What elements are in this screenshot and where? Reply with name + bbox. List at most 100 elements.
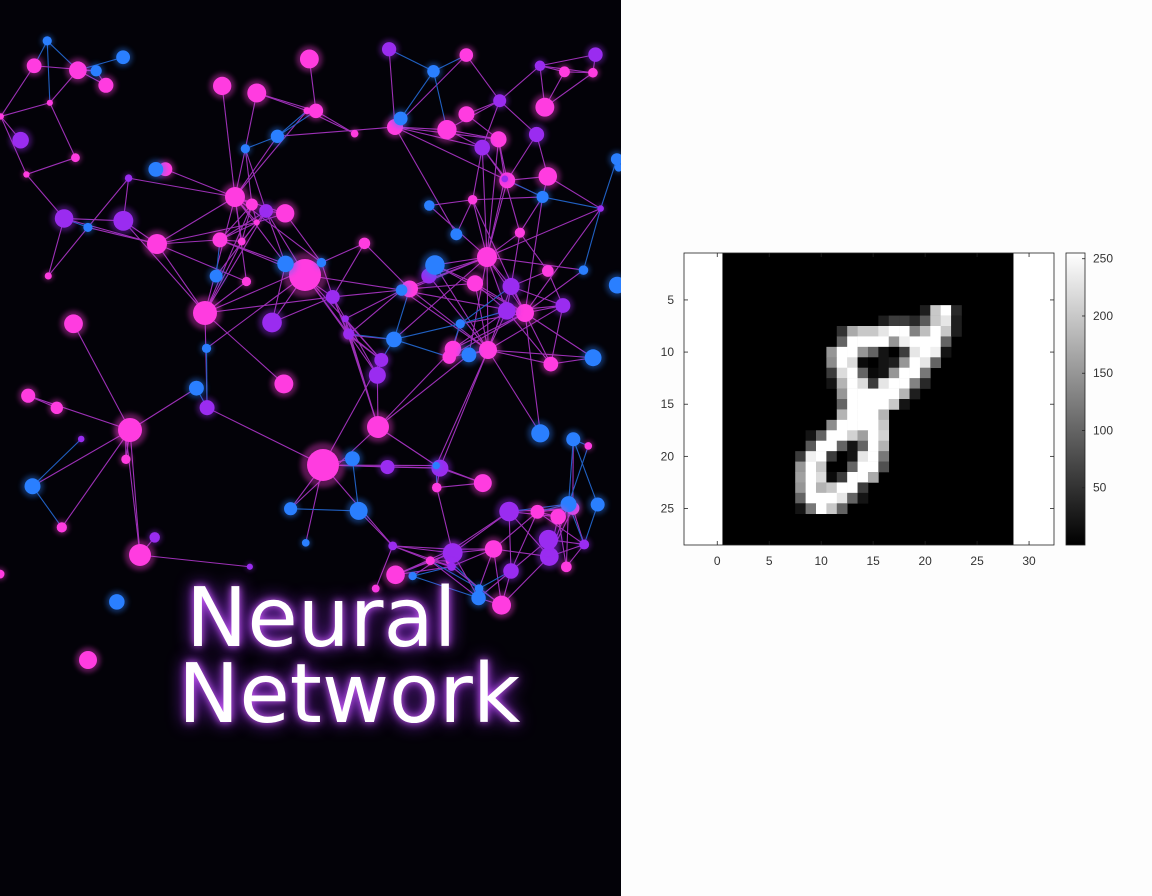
image-pixel [878,451,890,462]
image-pixel [867,419,879,431]
network-node [442,543,463,563]
network-node [119,425,132,438]
network-node [408,571,417,581]
image-pixel [847,409,858,421]
network-edge [375,545,394,589]
image-pixel [940,315,952,327]
network-node [147,234,167,254]
network-node [262,312,282,333]
network-edge [204,296,333,314]
network-node [201,343,212,353]
network-node [584,442,593,450]
x-tick-label: 5 [766,554,773,568]
network-node [344,451,360,467]
image-pixel [826,430,838,442]
network-node [492,595,512,615]
image-pixel [878,357,890,369]
network-edge [542,196,601,210]
network-node [325,290,340,304]
network-edge [61,429,131,528]
y-tick-label: 5 [667,293,674,307]
image-pixel [878,461,890,473]
image-pixel [867,346,879,358]
network-edge [439,349,489,469]
network-edge [244,148,267,212]
image-pixel [836,336,848,348]
network-node [484,540,503,558]
network-edge [204,312,285,385]
network-edge [49,102,76,158]
image-pixel [847,367,858,379]
image-pixel [888,326,900,337]
image-pixel [847,472,858,483]
image-pixel [857,430,869,442]
network-node [425,255,445,275]
colorbar-tick-label: 200 [1093,309,1113,323]
network-node [225,187,245,207]
image-pixel [878,315,890,327]
network-edge [244,148,253,205]
network-node [493,94,507,108]
image-pixel [847,451,858,462]
image-pixel [857,461,869,473]
image-pixel [826,419,838,431]
network-node [455,319,465,329]
network-node [0,113,4,120]
image-pixel [951,315,962,327]
axes-frame [683,252,1055,546]
network-node [477,247,497,267]
image-pixel [909,378,921,389]
network-node [538,167,558,186]
image-pixel [888,315,900,327]
image-pixel [795,461,806,473]
network-node [44,272,52,280]
image-pixel [899,388,910,400]
network-node [535,97,555,117]
image-pixel [909,346,921,358]
network-edge [394,126,457,235]
poster-title-line1: Neural [186,571,457,666]
image-pixel [836,409,848,421]
image-pixel [795,503,806,515]
network-node [77,435,85,443]
image-pixel [847,388,858,400]
colorbar-tick-label: 50 [1093,481,1107,495]
network-node [90,65,102,77]
network-edge [486,139,500,258]
image-pixel [805,503,817,515]
network-node [129,544,151,566]
image-pixel [857,378,869,389]
y-tick-label: 25 [661,502,675,516]
network-node [199,400,215,416]
network-edge [32,429,131,487]
image-pixel [888,336,900,348]
image-pixel [795,492,806,504]
image-pixel [836,461,848,473]
x-tick-label: 20 [918,554,932,568]
network-node [259,204,273,218]
image-pixel [919,336,931,348]
network-node [54,209,74,228]
network-node [301,538,310,547]
network-node [550,509,566,525]
y-tick-label: 10 [661,345,675,359]
network-edge [377,354,470,428]
network-node [212,232,228,248]
image-pixel [867,336,879,348]
network-edge [215,222,258,277]
image-pixel [815,472,827,483]
network-node [124,174,133,182]
network-edge [129,429,141,556]
network-node [368,366,386,384]
image-pixel [899,378,910,389]
image-pixel [940,326,952,337]
network-edge [219,239,286,265]
network-edge [392,545,452,568]
network-node [388,541,398,551]
x-tick-label: 0 [714,554,721,568]
network-edge [221,85,236,198]
image-pixel [899,336,910,348]
network-node [0,569,5,579]
image-pixel [857,357,869,369]
